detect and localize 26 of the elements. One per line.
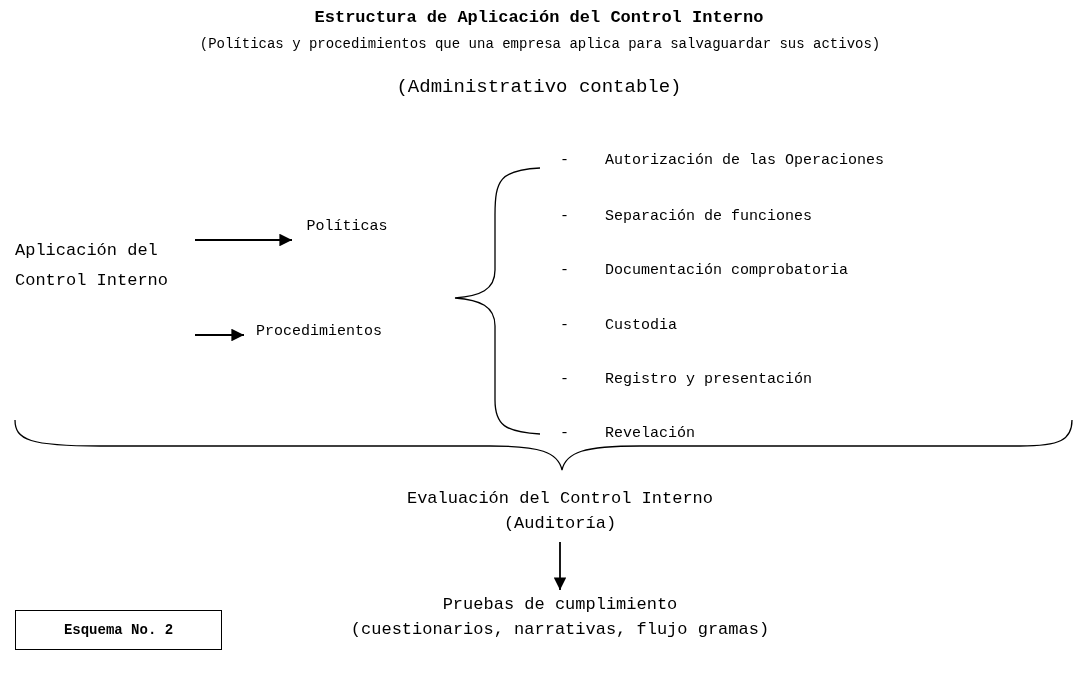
- list-item: Registro y presentación: [605, 371, 813, 388]
- node-text: Procedimientos: [255, 322, 383, 342]
- list-bullet: -: [560, 317, 569, 334]
- arrow: [553, 541, 567, 591]
- node-text: Políticas: [305, 217, 389, 237]
- list-bullet: -: [560, 371, 569, 388]
- list-item: Autorización de las Operaciones: [605, 152, 885, 169]
- list-bullet: -: [560, 208, 569, 225]
- list-item: Custodia: [605, 317, 677, 334]
- list-bullet: -: [560, 425, 569, 442]
- node-text: Evaluación del Control Interno: [405, 488, 715, 510]
- list-item: Documentación comprobatoria: [605, 262, 849, 279]
- arrow: [194, 233, 293, 247]
- title: Estructura de Aplicación del Control Interno: [313, 8, 765, 27]
- list-item: Revelación: [605, 425, 695, 442]
- subtitle: (Administrativo contable): [395, 76, 683, 98]
- list-bullet: -: [560, 262, 569, 279]
- subtitle: (Políticas y procedimientos que una empresa aplica para salvaguardar sus activos): [198, 36, 882, 52]
- arrow: [194, 328, 245, 342]
- list-item: Separación de funciones: [605, 208, 813, 225]
- node-text: Aplicación del Control Interno: [15, 240, 170, 292]
- list-bullet: -: [560, 152, 569, 169]
- node-text: Pruebas de cumplimiento: [441, 594, 679, 616]
- label-box: Esquema No. 2: [15, 610, 222, 650]
- subtext: (cuestionarios, narrativas, flujo gramas): [349, 619, 771, 641]
- subtext: (Auditoría): [502, 513, 618, 535]
